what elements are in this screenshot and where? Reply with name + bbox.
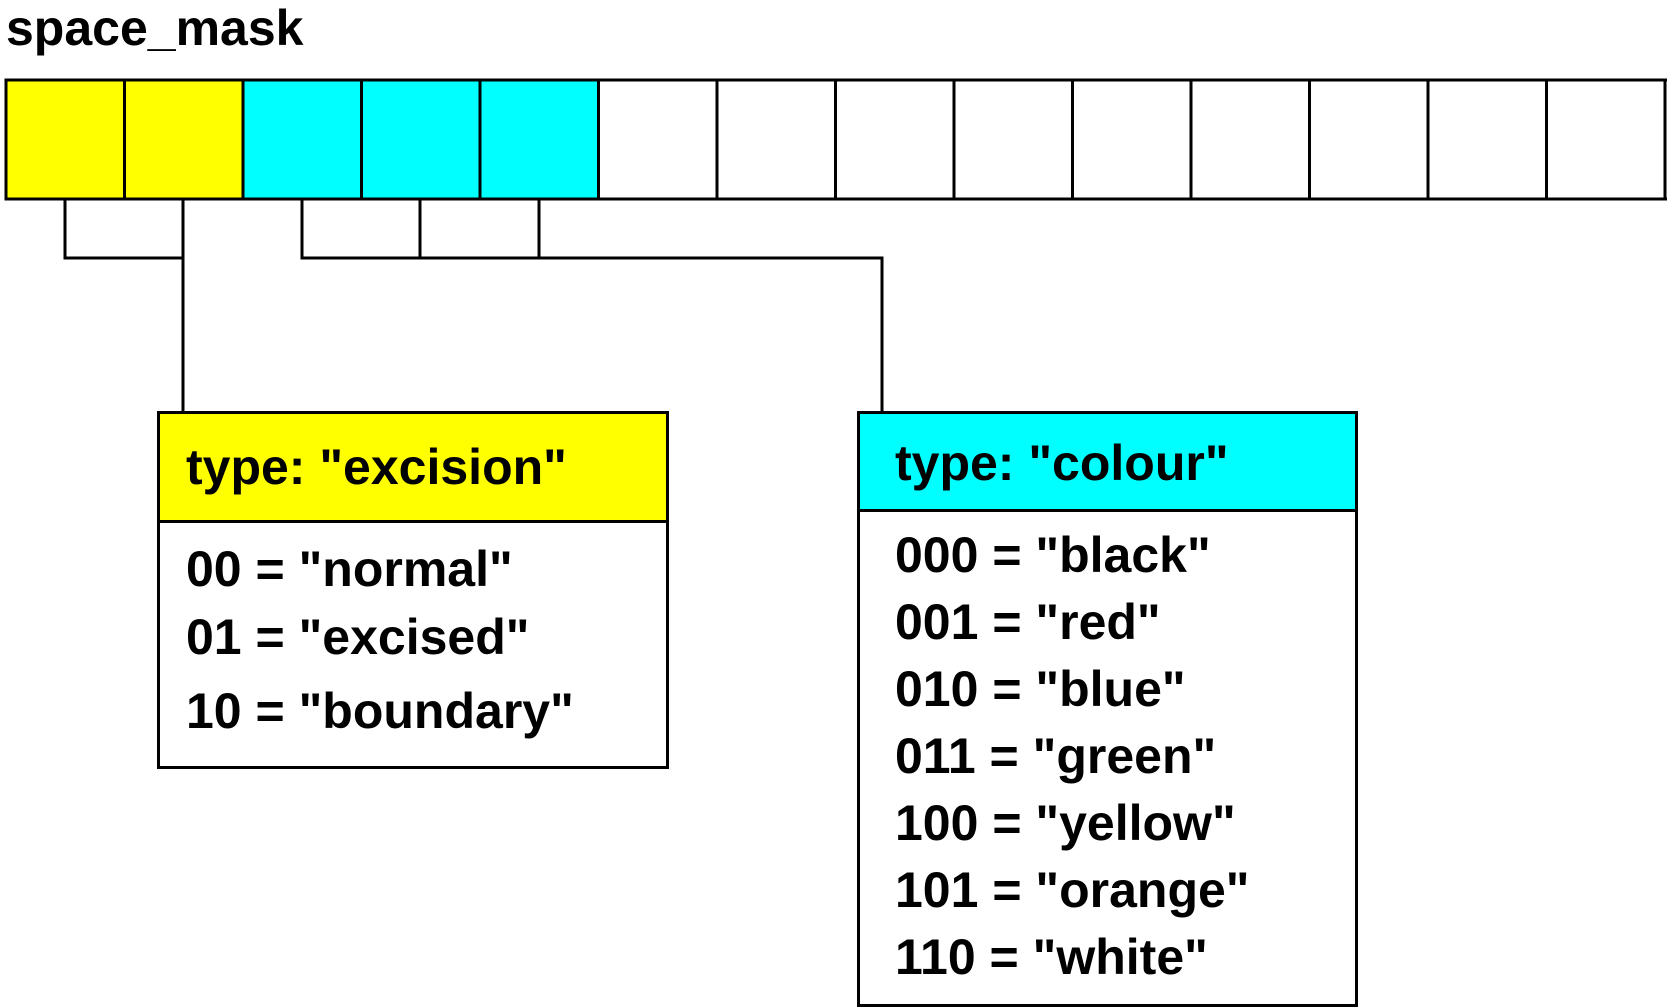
bit-cell-empty	[715, 78, 837, 201]
bit-cell-colour	[241, 78, 363, 201]
excision-legend-row: 01 = "excised"	[186, 609, 530, 665]
diagram-title: space_mask	[6, 0, 304, 56]
bit-cell-excision	[4, 78, 126, 201]
bit-cell-empty	[952, 78, 1074, 201]
colour-legend-row: 101 = "orange"	[895, 862, 1250, 918]
excision-legend-body: 00 = "normal" 01 = "excised" 10 = "bound…	[160, 523, 666, 745]
colour-legend-row: 100 = "yellow"	[895, 795, 1236, 851]
colour-legend-row: 011 = "green"	[895, 728, 1217, 784]
excision-legend-row: 00 = "normal"	[186, 541, 513, 597]
excision-legend-header: type: "excision"	[160, 414, 666, 523]
bit-cell-empty	[1545, 78, 1667, 201]
excision-legend-row: 10 = "boundary"	[186, 683, 574, 739]
colour-legend-row: 010 = "blue"	[895, 661, 1186, 717]
colour-legend-header: type: "colour"	[860, 414, 1355, 512]
colour-legend-row: 001 = "red"	[895, 594, 1161, 650]
colour-leader	[539, 256, 884, 412]
bit-cell-empty	[834, 78, 956, 201]
colour-legend-box: type: "colour" 000 = "black" 001 = "red"…	[857, 411, 1358, 1007]
bit-cell-empty	[1426, 78, 1548, 201]
excision-bracket	[63, 199, 185, 260]
bit-cell-empty	[1308, 78, 1430, 201]
colour-legend-body: 000 = "black" 001 = "red" 010 = "blue" 0…	[860, 512, 1355, 991]
connectors	[63, 199, 884, 412]
bit-cell-empty	[597, 78, 719, 201]
colour-legend-row: 000 = "black"	[895, 527, 1211, 583]
bit-cell-colour	[360, 78, 482, 201]
bit-cell-excision	[123, 78, 245, 201]
excision-legend-box: type: "excision" 00 = "normal" 01 = "exc…	[157, 411, 669, 769]
bit-cell-empty	[1189, 78, 1311, 201]
bit-cells	[4, 78, 1667, 201]
bit-cell-colour	[478, 78, 600, 201]
colour-legend-row: 110 = "white"	[895, 929, 1208, 985]
bit-cell-empty	[1071, 78, 1193, 201]
colour-bracket	[300, 199, 541, 260]
